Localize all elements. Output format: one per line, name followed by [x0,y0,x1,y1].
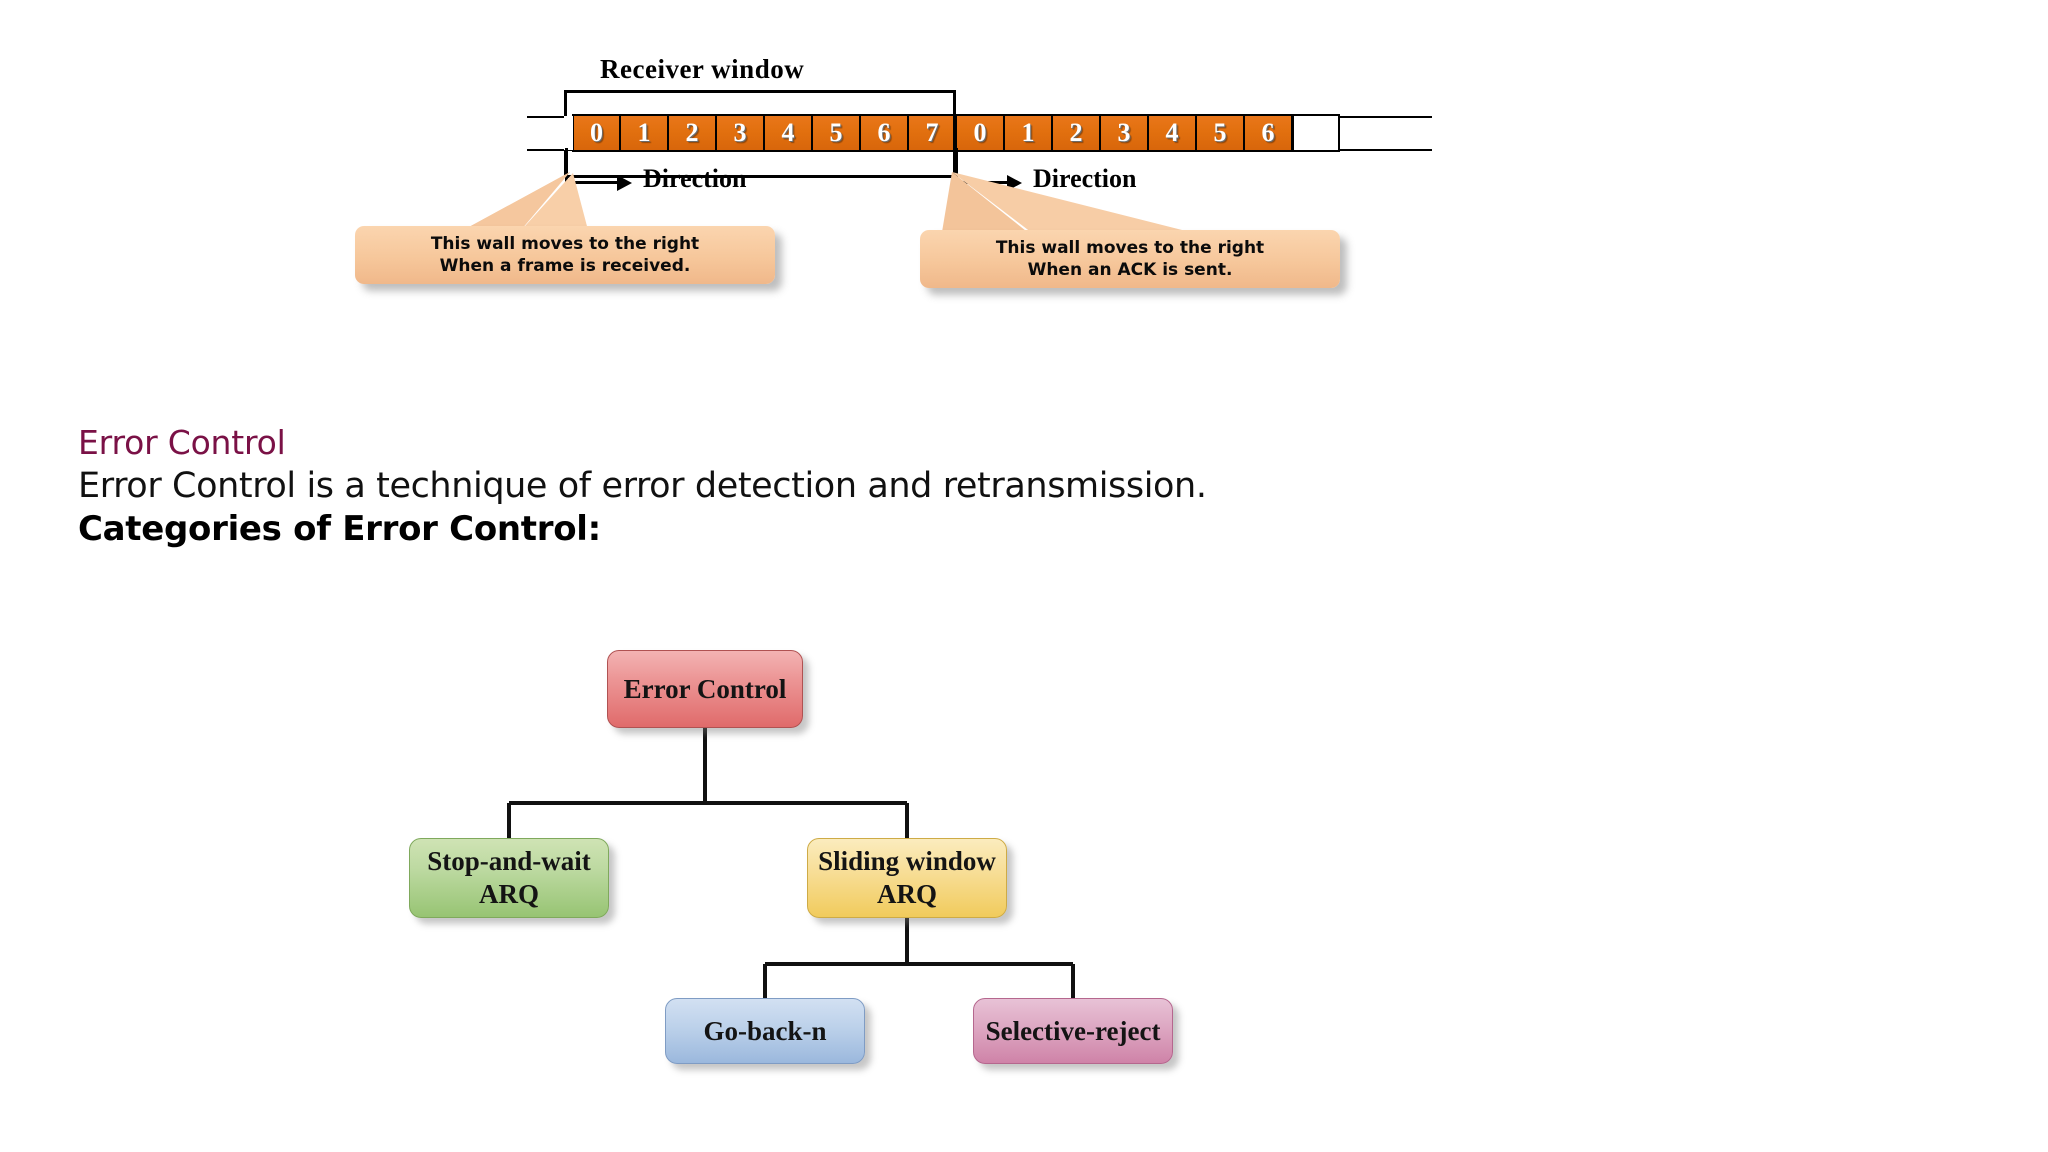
frame-cell: 0 [572,114,620,152]
frame-cell: 5 [1196,114,1244,152]
frame-cell: 4 [764,114,812,152]
frame-cell: 7 [908,114,956,152]
frame-cell-empty [1292,114,1340,152]
direction-label-right: Direction [1033,164,1137,193]
frame-cell: 5 [812,114,860,152]
error-control-definition: Error Control is a technique of error de… [78,465,1207,506]
tree-node-selective-reject[interactable]: Selective-reject [973,998,1173,1064]
receiver-window-title: Receiver window [600,54,805,84]
direction-label-left: Direction [643,164,747,193]
frame-cell: 3 [716,114,764,152]
direction-stem [955,148,958,184]
frame-cell: 4 [1148,114,1196,152]
direction-shaft [567,181,619,184]
error-control-categories-label: Categories of Error Control: [78,508,601,549]
callout-right-line2: When an ACK is sent. [1027,260,1233,280]
frame-sequence-strip: 0 1 2 3 4 5 6 7 0 1 2 3 4 5 6 [572,114,1340,152]
frame-cell: 1 [1004,114,1052,152]
frame-cell: 1 [620,114,668,152]
direction-stem [565,148,568,184]
arrow-head-icon [617,175,632,191]
frame-cell: 6 [1244,114,1292,152]
callout-left-wall: This wall moves to the right When a fram… [320,170,790,290]
tree-node-stop-and-wait-line1: Stop-and-wait [427,846,591,877]
callout-left-line1: This wall moves to the right [430,233,700,254]
page-title: Error Control [78,423,286,462]
frame-cell: 2 [1052,114,1100,152]
tree-node-sliding-window-line2: ARQ [877,879,937,909]
sliding-window-figure: Receiver window 0 1 2 3 4 5 6 7 0 1 2 3 … [0,0,2048,310]
callout-right-body: This wall moves to the right When an ACK… [920,230,1340,288]
frame-cell: 3 [1100,114,1148,152]
tree-node-go-back-n[interactable]: Go-back-n [665,998,865,1064]
tree-node-sliding-window-line1: Sliding window [818,846,996,877]
bracket-edge-mask [564,116,573,150]
tree-node-stop-and-wait[interactable]: Stop-and-wait ARQ [409,838,609,918]
frame-cell: 2 [668,114,716,152]
callout-right-wall: This wall moves to the right When an ACK… [900,170,1370,290]
callout-left-body: This wall moves to the right When a fram… [355,226,775,284]
tree-node-stop-and-wait-line2: ARQ [479,879,539,909]
tree-node-error-control[interactable]: Error Control [607,650,803,728]
error-control-text-block: Error Control Error Control is a techniq… [78,423,1578,550]
frame-cell: 0 [956,114,1004,152]
callout-right-line1: This wall moves to the right [995,237,1265,258]
callout-left-line2: When a frame is received. [439,256,691,276]
error-control-tree-diagram: Error Control Stop-and-wait ARQ Sliding … [0,620,2048,1100]
tree-node-sliding-window[interactable]: Sliding window ARQ [807,838,1007,918]
frame-cell: 6 [860,114,908,152]
